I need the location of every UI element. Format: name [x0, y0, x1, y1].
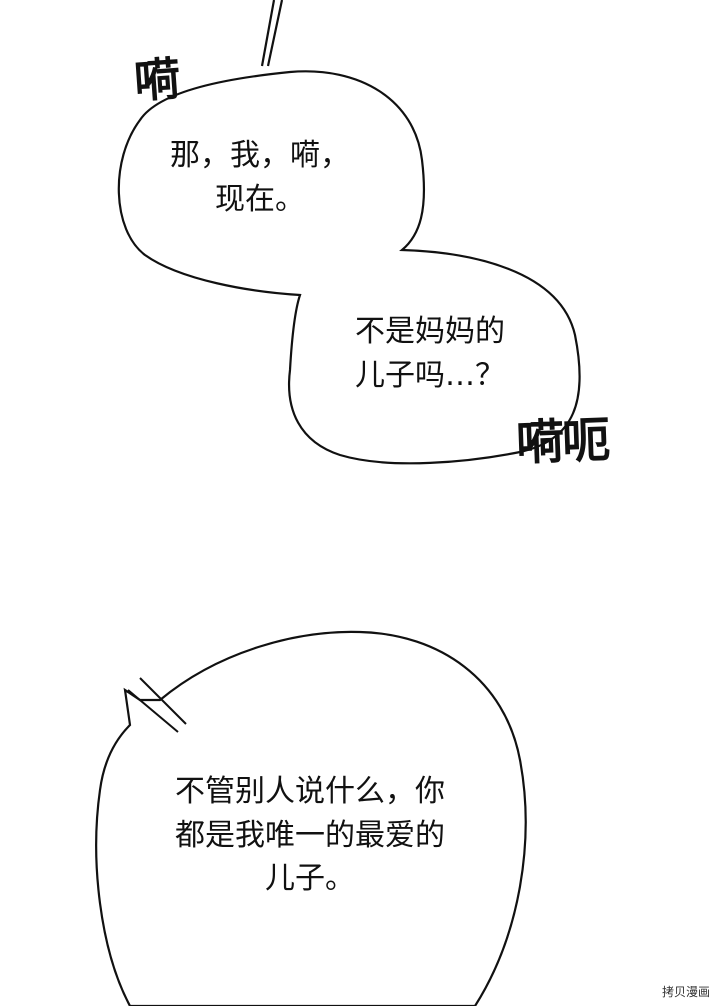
bubble-2-line-2: 儿子吗…？ [355, 357, 505, 393]
bubble-1-line-2: 现在。 [215, 181, 305, 217]
bubble-tail-top [260, 0, 284, 67]
watermark: 拷贝漫画 [661, 985, 710, 999]
bubble-1-text: 那，我，嗬， 现在。 [150, 134, 370, 221]
bubble-2-text: 不是妈妈的 儿子吗…？ [330, 310, 530, 397]
bubble-3-line-3: 儿子。 [265, 861, 355, 896]
bubble-3-line-2: 都是我唯一的最爱的 [175, 817, 445, 853]
bubble-2-line-1: 不是妈妈的 [355, 314, 505, 349]
bubble-tail-bottom [127, 677, 187, 733]
bubble-3-text: 不管别人说什么，你 都是我唯一的最爱的 儿子。 [140, 770, 480, 901]
speech-bubble-large [95, 630, 527, 1006]
sfx-sob-1: 嗬 [132, 51, 181, 109]
bubble-1-line-1: 那，我，嗬， [170, 138, 350, 173]
sfx-sob-2: 嗬呃 [515, 412, 610, 472]
bubble-3-line-1: 不管别人说什么，你 [175, 774, 445, 809]
speech-bubble-double [117, 70, 581, 465]
